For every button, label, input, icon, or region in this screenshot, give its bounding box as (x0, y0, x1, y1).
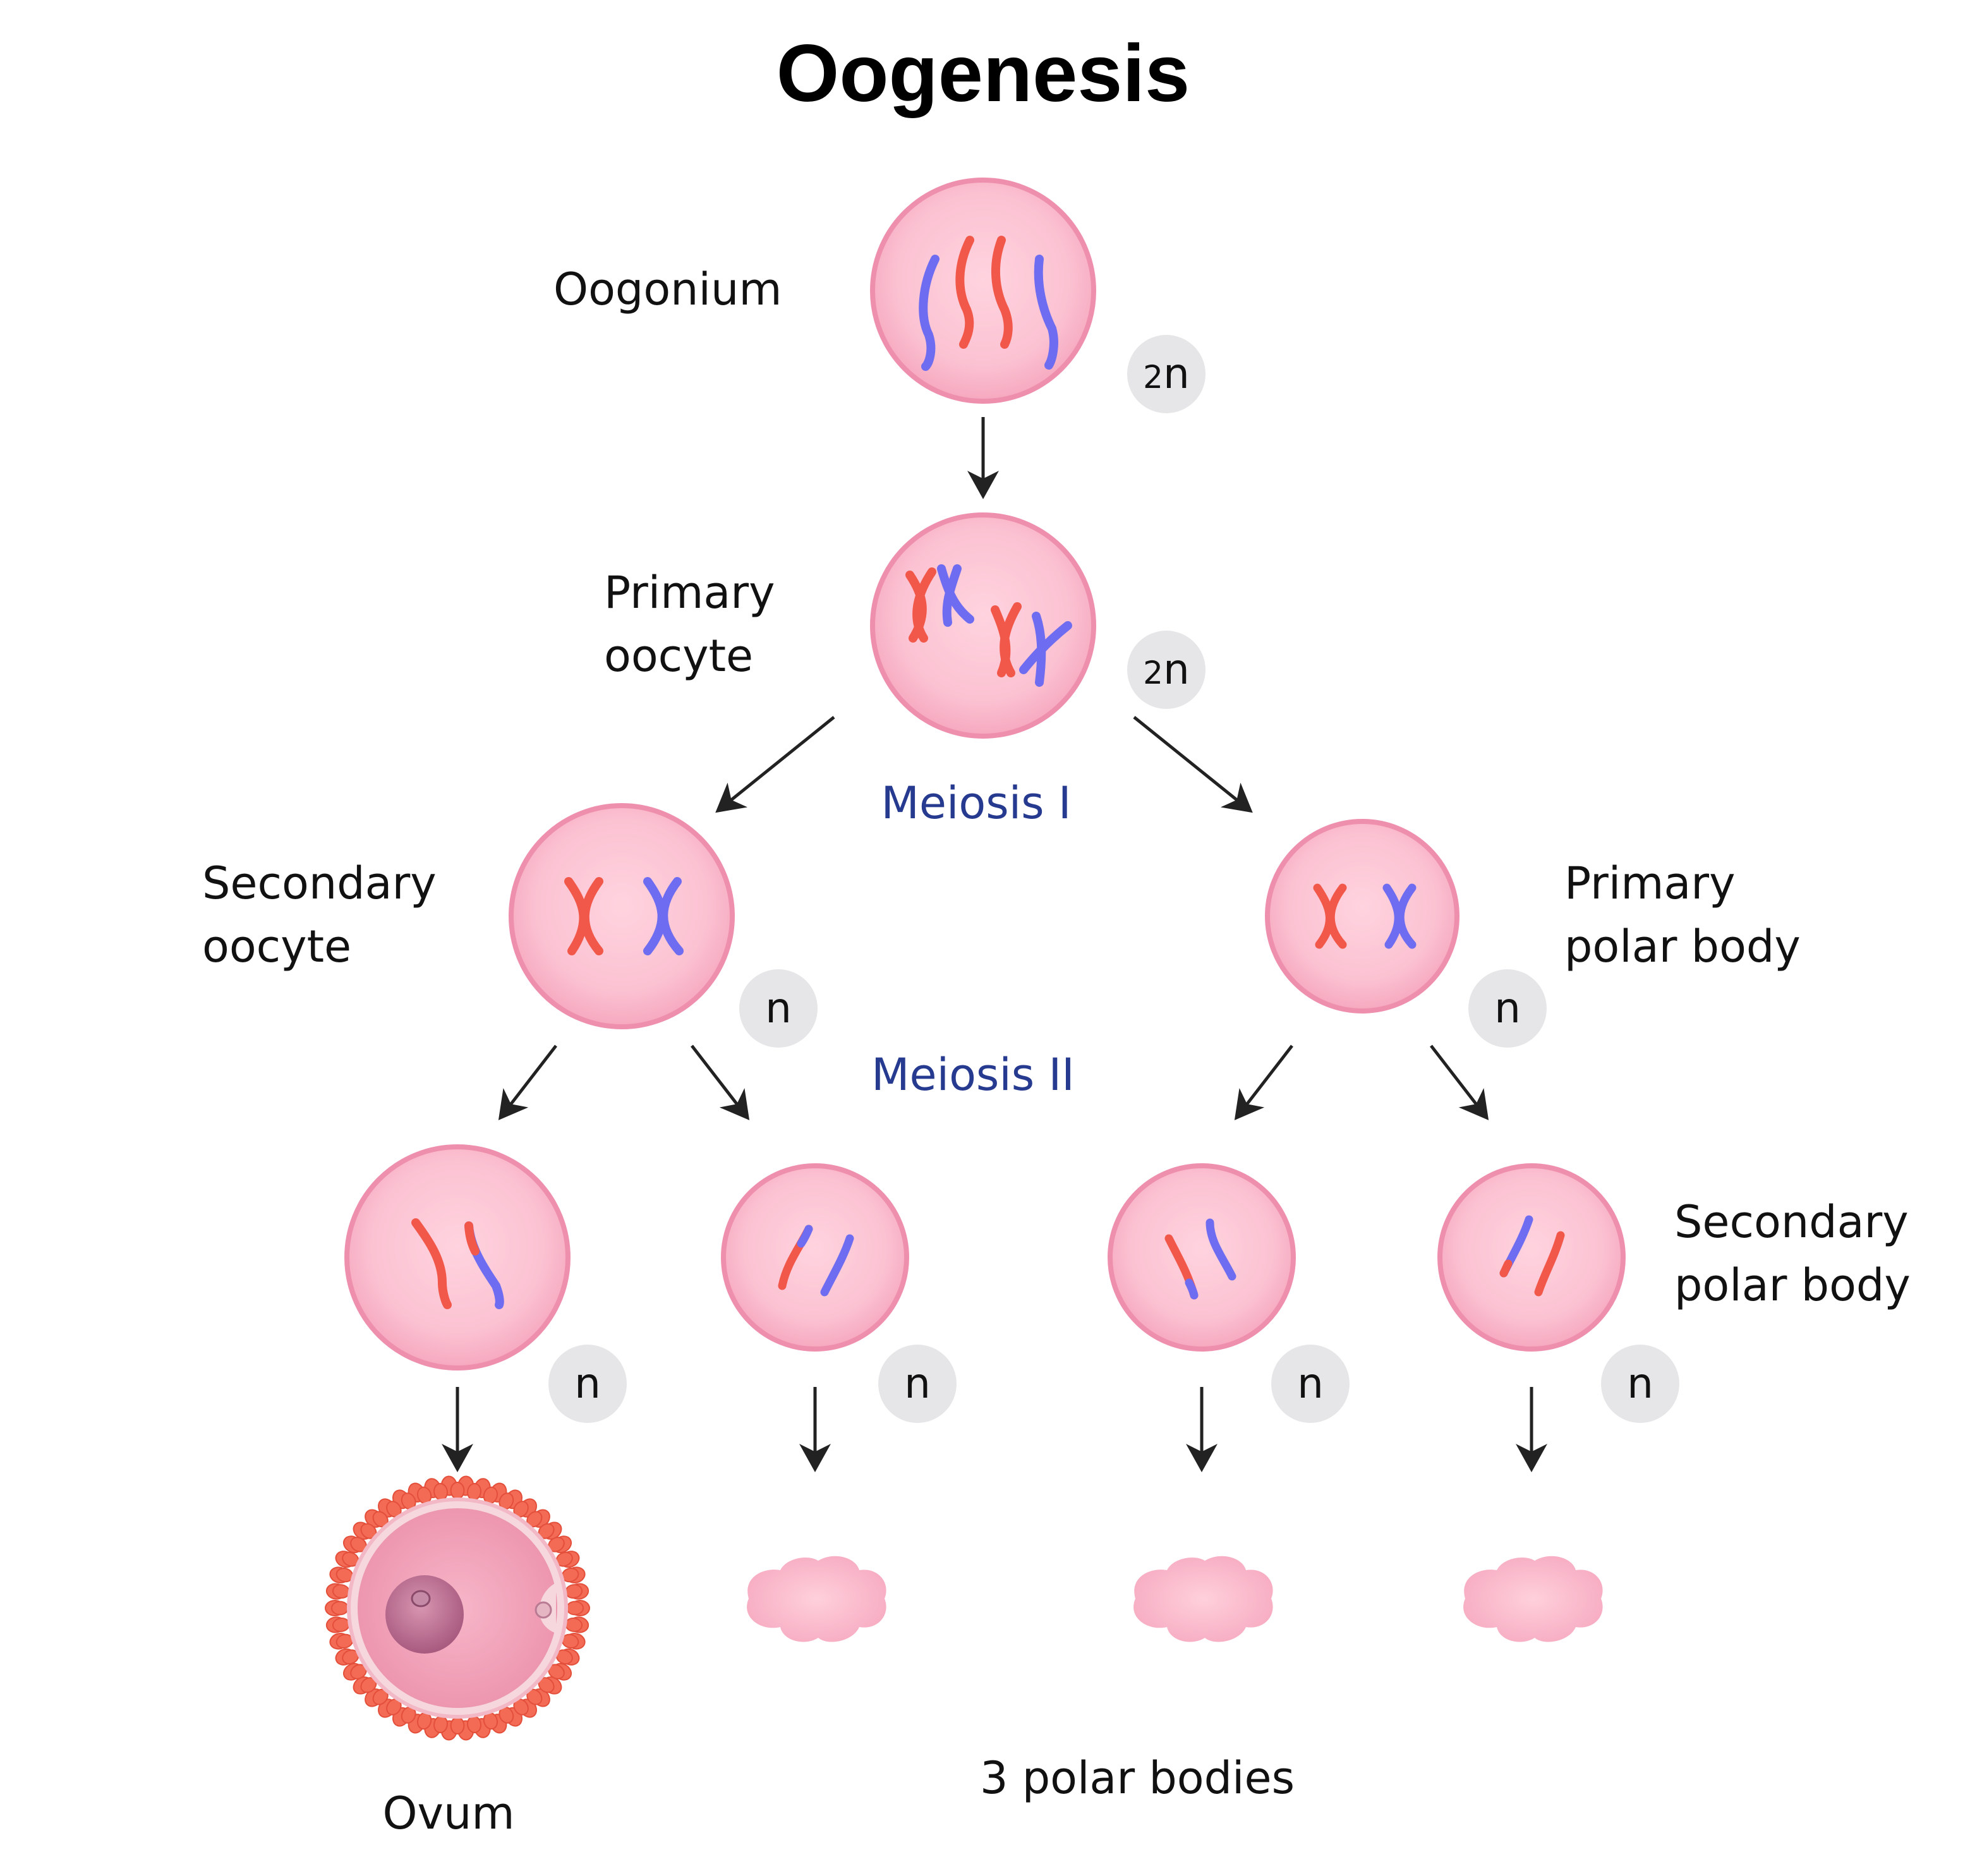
svg-text:2n: 2n (1143, 349, 1190, 398)
corona-radiata (325, 1475, 590, 1741)
ploidy-badge: 2n (1127, 335, 1206, 413)
label-primary-oocyte-line2: oocyte (604, 630, 753, 682)
ploidy-badge: n (1601, 1345, 1679, 1423)
ploidy-badge: n (739, 969, 818, 1048)
arrow-primary-polar-left (1234, 1044, 1293, 1120)
arrow-primary-to-secondary-oocyte (715, 716, 835, 813)
ploidy-prefix: 2 (1143, 655, 1163, 691)
arrow-primary-to-primary-polar-body (1133, 716, 1253, 813)
follicle-cell (450, 1482, 465, 1499)
label-polar-bodies: 3 polar bodies (980, 1752, 1295, 1804)
ploidy-n: n (765, 984, 792, 1032)
haploid-cell-ootid (344, 1144, 571, 1371)
chromosome-paternal (1034, 255, 1058, 370)
follicle-cell (566, 1601, 584, 1616)
ploidy-n: n (1163, 645, 1190, 694)
oogonium-cell (870, 178, 1096, 404)
chromosome-maternal (955, 236, 974, 349)
ploidy-n: n (1297, 1359, 1324, 1408)
diagram-title: Oogenesis (776, 28, 1190, 119)
ploidy-n: n (574, 1359, 601, 1408)
label-secondary-oocyte-line1: Secondary (202, 857, 437, 909)
haploid-cell-polar-1 (721, 1163, 909, 1352)
label-meiosis-1: Meiosis I (881, 777, 1071, 829)
ploidy-badge: 2n (1127, 631, 1206, 709)
secondary-oocyte-cell (509, 803, 735, 1029)
ploidy-n: n (1163, 349, 1190, 398)
label-meiosis-2: Meiosis II (871, 1049, 1075, 1101)
arrow-secondary-oocyte-right (691, 1044, 750, 1120)
ovum (325, 1475, 590, 1741)
arrow-primary-polar-right (1430, 1044, 1489, 1120)
ovum-nucleolus (411, 1590, 431, 1607)
ploidy-n: n (1627, 1359, 1653, 1408)
ovum-nucleus (385, 1575, 464, 1654)
chromosome-maternal (991, 236, 1013, 349)
polar-body-2 (1133, 1556, 1273, 1642)
label-secondary-oocyte-line2: oocyte (202, 921, 351, 972)
ploidy-prefix: 2 (1143, 359, 1163, 396)
label-secondary-polar-body-line1: Secondary (1674, 1196, 1909, 1248)
primary-oocyte-cell (870, 512, 1096, 739)
arrow-secondary-oocyte-left (498, 1044, 557, 1120)
label-oogonium: Oogonium (553, 263, 782, 315)
haploid-cell-polar-2 (1108, 1163, 1296, 1352)
chromosome-paternal (919, 255, 940, 371)
ploidy-badge: n (1468, 969, 1547, 1048)
ploidy-n: n (1494, 984, 1521, 1032)
label-ovum: Ovum (382, 1788, 514, 1839)
ploidy-badge: n (1271, 1345, 1350, 1423)
primary-polar-body-cell (1265, 819, 1459, 1014)
ploidy-n: n (904, 1359, 931, 1408)
label-primary-oocyte-line1: Primary (604, 567, 775, 619)
ploidy-badge: n (878, 1345, 957, 1423)
ploidy-badge: n (548, 1345, 627, 1423)
svg-text:2n: 2n (1143, 645, 1190, 694)
polar-body-3 (1463, 1556, 1603, 1642)
follicle-cell (331, 1601, 349, 1616)
follicle-cell (450, 1717, 465, 1734)
polar-body-1 (747, 1556, 886, 1642)
label-secondary-polar-body-line2: polar body (1674, 1259, 1911, 1311)
haploid-cell-polar-3 (1437, 1163, 1626, 1352)
label-primary-polar-body-line2: polar body (1564, 921, 1801, 972)
arrows (442, 417, 1547, 1472)
label-primary-polar-body-line1: Primary (1564, 857, 1736, 909)
